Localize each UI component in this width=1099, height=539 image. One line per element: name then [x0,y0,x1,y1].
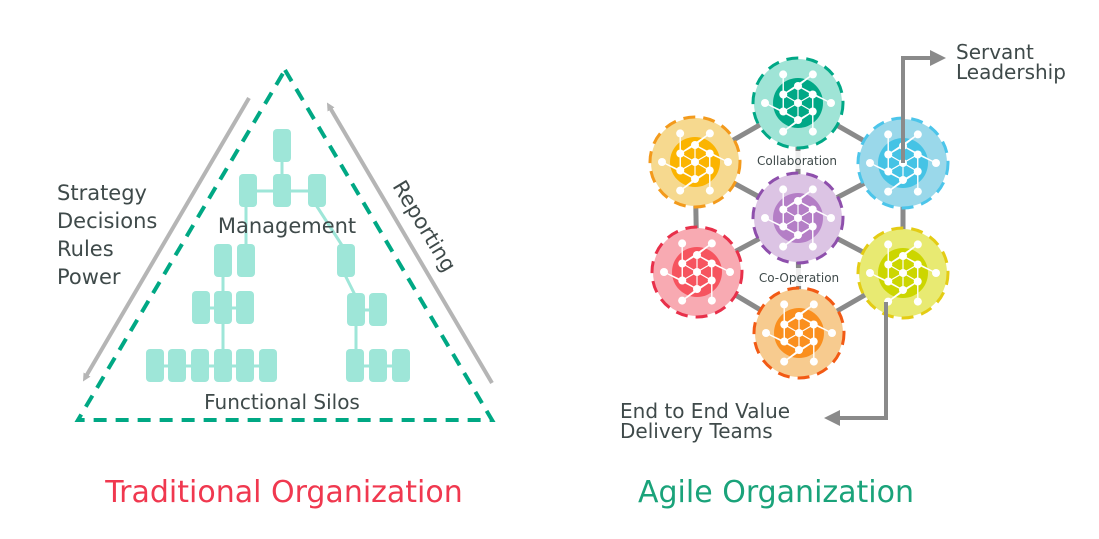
end-to-end-value-label: End to End Value [620,399,790,423]
management-label: Management [218,214,356,238]
team-green [751,56,845,150]
delivery-teams-arrow [824,302,888,426]
org-box [192,291,210,324]
org-box [214,349,232,382]
team-red [650,225,744,319]
org-box [337,244,355,277]
strategy-label: Strategy [57,181,147,205]
delivery-teams-label: Delivery Teams [620,419,773,443]
leadership-label: Leadership [956,60,1066,84]
org-box [239,174,257,207]
org-box [392,349,410,382]
reporting-up-arrow [326,102,494,385]
traditional-organization: Management Functional Silos Strategy Dec… [57,66,496,510]
org-box [236,349,254,382]
decisions-label: Decisions [57,209,157,233]
authority-labels: Strategy Decisions Rules Power [57,181,157,289]
org-box [347,293,365,326]
functional-silos-label: Functional Silos [204,390,360,414]
rules-label: Rules [57,237,114,261]
servant-label: Servant [956,40,1034,64]
org-box [237,244,255,277]
org-box [259,349,277,382]
strategy-down-arrow [82,96,251,382]
org-box [146,349,164,382]
org-box [273,174,291,207]
hierarchy-triangle [74,66,496,422]
power-label: Power [57,265,121,289]
team-orange [752,286,846,380]
org-box [236,291,254,324]
team-purple [751,171,845,265]
org-box [214,244,232,277]
org-box [369,293,387,326]
servant-leadership-arrow [901,50,946,163]
org-chart-boxes [146,129,410,382]
team-yellow [648,115,742,209]
org-box [273,129,291,162]
team-circles [648,56,950,380]
org-box [168,349,186,382]
org-box [308,174,326,207]
cooperation-label: Co-Operation [759,271,839,285]
agile-title: Agile Organization [638,475,914,510]
org-box [346,349,364,382]
org-box [191,349,209,382]
collaboration-label: Collaboration [757,154,837,168]
org-box [214,291,232,324]
agile-organization: Collaboration Co-Operation Servant Leade… [620,40,1066,510]
traditional-title: Traditional Organization [104,475,463,510]
team-lime [856,226,950,320]
org-box [369,349,387,382]
